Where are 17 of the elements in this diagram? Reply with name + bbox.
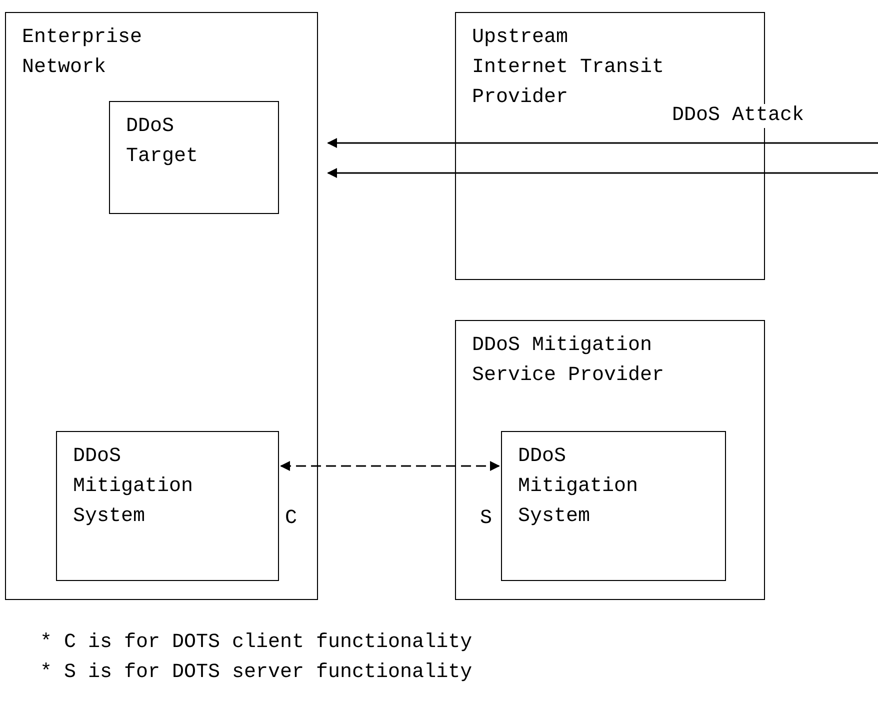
node-label: Upstream Internet Transit Provider	[472, 25, 666, 111]
role-letter: C	[285, 506, 298, 532]
attack-arrow	[327, 138, 878, 148]
node-label: DDoS Target	[126, 114, 200, 170]
node-label: DDoS Mitigation System	[518, 444, 640, 530]
provider-box	[455, 320, 765, 600]
edge-label: DDoS Attack	[672, 104, 804, 128]
node-label: DDoS Mitigation Service Provider	[472, 333, 666, 389]
footnote: * S is for DOTS server functionality	[40, 660, 472, 686]
attack-arrow	[327, 168, 878, 178]
network-box	[5, 12, 318, 600]
role-letter: S	[480, 506, 492, 532]
dashed-arrow	[280, 461, 500, 471]
footnote: * C is for DOTS client functionality	[40, 630, 472, 656]
target-box	[109, 101, 279, 214]
node-label: Enterprise Network	[22, 25, 144, 81]
node-label: DDoS Mitigation System	[73, 444, 194, 530]
